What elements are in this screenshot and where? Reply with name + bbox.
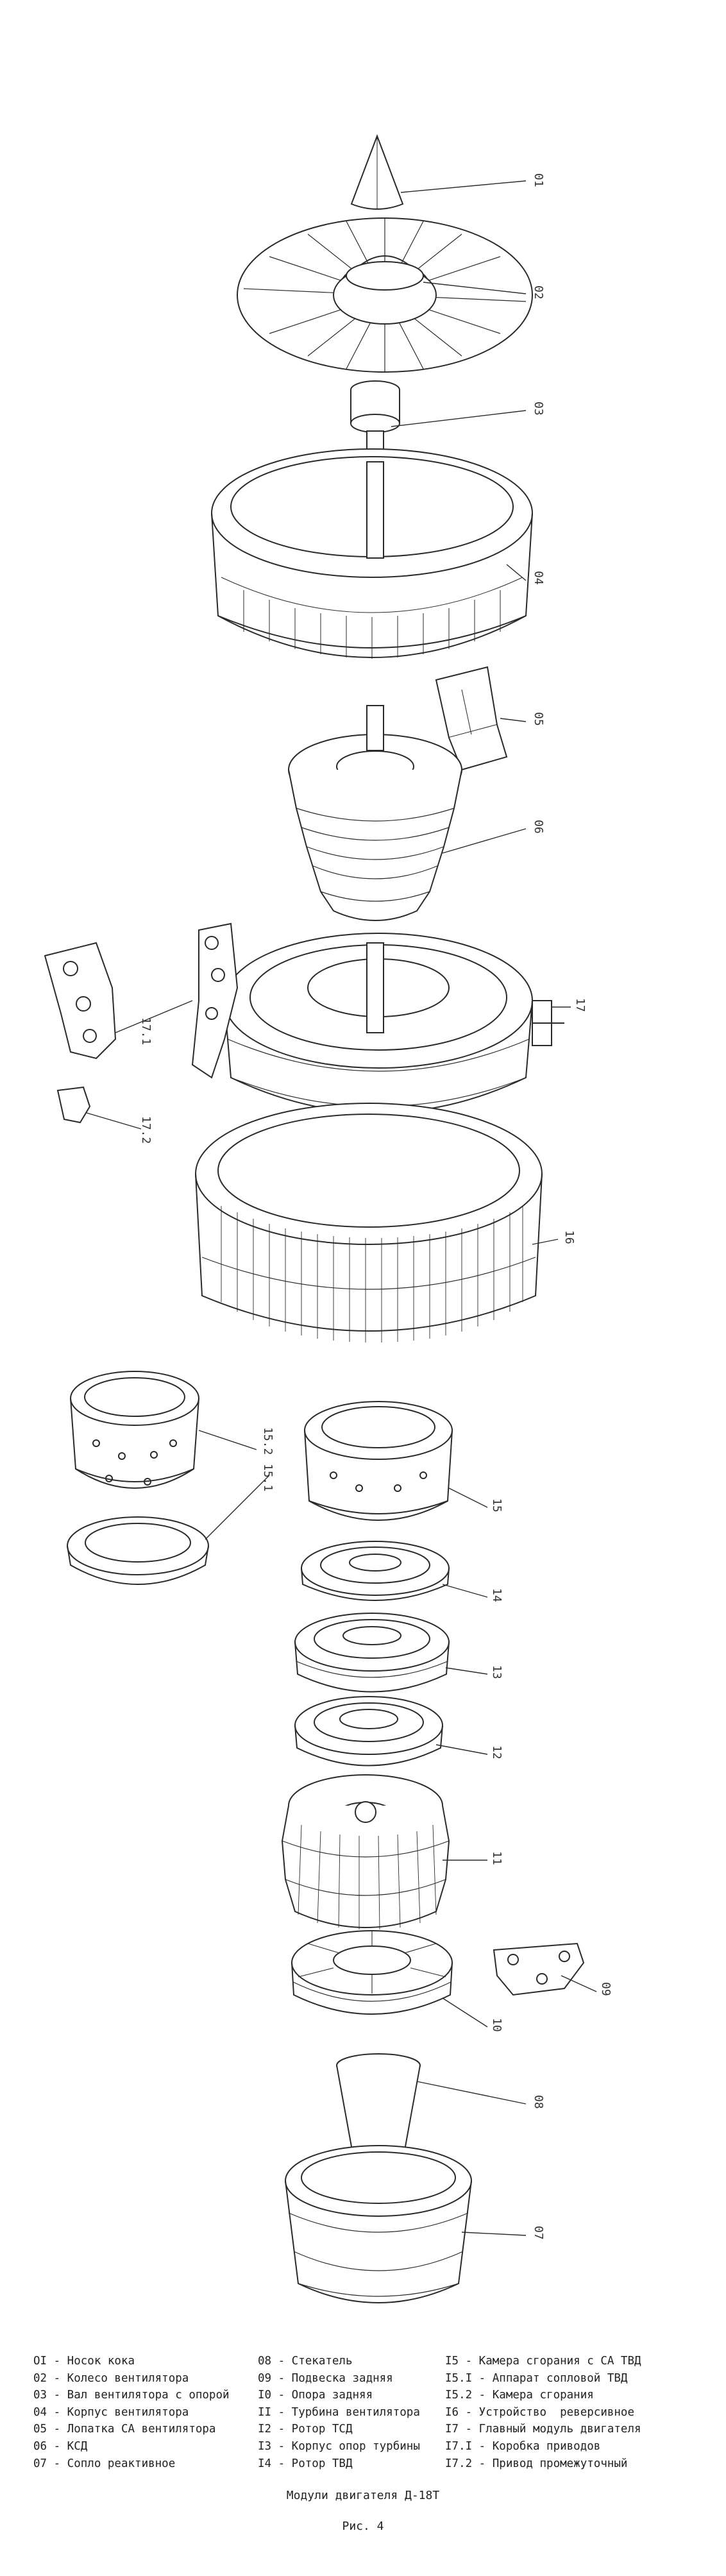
legend-column-1: OI - Носок кока 02 - Колесо вентилятора … — [33, 2353, 230, 2472]
callout-05: 05 — [532, 712, 545, 726]
callout-04: 04 — [532, 571, 545, 585]
fan-casing-part — [211, 448, 533, 659]
legend-item: 04 - Корпус вентилятора — [33, 2405, 189, 2419]
hpt-nozzle-part — [67, 1475, 270, 1585]
rear-support-part — [291, 1930, 488, 2028]
thrust-reverser-part — [195, 1103, 559, 1343]
legend-item: 08 - Стекатель — [258, 2355, 353, 2368]
legend-column-3: I5 - Камера сгорания с СА ТВД I5.I - Апп… — [445, 2353, 641, 2472]
legend-item: OI - Носок кока — [33, 2355, 135, 2368]
callout-08: 08 — [532, 2095, 545, 2109]
callout-12: 12 — [490, 1745, 503, 1759]
callout-02: 02 — [532, 285, 545, 300]
callout-11: 11 — [490, 1851, 503, 1865]
legend-item: I7 - Главный модуль двигателя — [445, 2423, 641, 2436]
legend-item: I3 - Корпус опор турбины — [258, 2439, 420, 2453]
exhaust-nozzle-part — [285, 2145, 527, 2303]
legend-item: I6 - Устройство реверсивное — [445, 2405, 635, 2419]
callout-15-2: 15.2 — [261, 1427, 274, 1455]
legend-item: I2 - Ротор ТСД — [258, 2423, 353, 2436]
callout-09: 09 — [599, 1982, 612, 1996]
callout-15: 15 — [490, 1498, 503, 1513]
callout-16: 16 — [562, 1230, 576, 1244]
legend-item: I5 - Камера сгорания с СА ТВД — [445, 2355, 641, 2368]
callout-03: 03 — [532, 402, 545, 416]
legend-item: I5.2 - Камера сгорания — [445, 2389, 594, 2402]
callout-10: 10 — [490, 2018, 503, 2032]
callout-13: 13 — [490, 1665, 503, 1679]
nose-cone-part — [350, 134, 527, 210]
callout-15-1: 15.1 — [261, 1464, 274, 1492]
callout-07: 07 — [532, 2226, 545, 2240]
combustor-assembly-part — [304, 1401, 488, 1521]
legend-item: II - Турбина вентилятора — [258, 2405, 420, 2419]
combustion-chamber-part — [70, 1371, 257, 1489]
legend-column-2: 08 - Стекатель 09 - Подвеска задняя I0 -… — [258, 2353, 420, 2472]
callout-17-1: 17.1 — [139, 1017, 153, 1046]
legend-item: I5.I - Аппарат сопловой ТВД — [445, 2371, 628, 2385]
ipc-rotor-part — [294, 1696, 488, 1767]
callout-06: 06 — [532, 820, 545, 834]
turbine-support-part — [294, 1613, 488, 1693]
legend-item: I7.I - Коробка приводов — [445, 2439, 601, 2453]
legend-item: 07 - Сопло реактивное — [33, 2457, 176, 2470]
exploded-engine-drawing — [44, 134, 597, 2303]
rear-mount-part — [493, 1942, 597, 1996]
legend-item: 06 - КСД — [33, 2439, 88, 2453]
legend-item: I0 - Опора задняя — [258, 2389, 373, 2402]
legend-item: I7.2 - Привод промежуточный — [445, 2457, 628, 2470]
hpt-rotor-part — [301, 1541, 488, 1601]
legend-item: I4 - Ротор ТВД — [258, 2457, 353, 2470]
legend-item: 03 - Вал вентилятора с опорой — [33, 2389, 230, 2402]
lpc-module-part — [288, 705, 527, 921]
figure-number: Рис. 4 — [342, 2520, 384, 2533]
main-module-part — [44, 922, 571, 1130]
callout-14: 14 — [490, 1588, 503, 1602]
legend-item: 09 - Подвеска задняя — [258, 2371, 393, 2385]
callout-17: 17 — [573, 998, 587, 1012]
callout-17-2: 17.2 — [139, 1116, 153, 1144]
lpt-module-part — [281, 1774, 487, 1930]
fan-wheel-part — [237, 217, 533, 373]
legend-item: 05 - Лопатка СА вентилятора — [33, 2423, 216, 2436]
ogv-blade-part — [435, 666, 527, 771]
figure-caption: Модули двигателя Д-18Т — [286, 2489, 440, 2502]
callout-01: 01 — [532, 173, 545, 187]
legend-item: 02 - Колесо вентилятора — [33, 2371, 189, 2385]
